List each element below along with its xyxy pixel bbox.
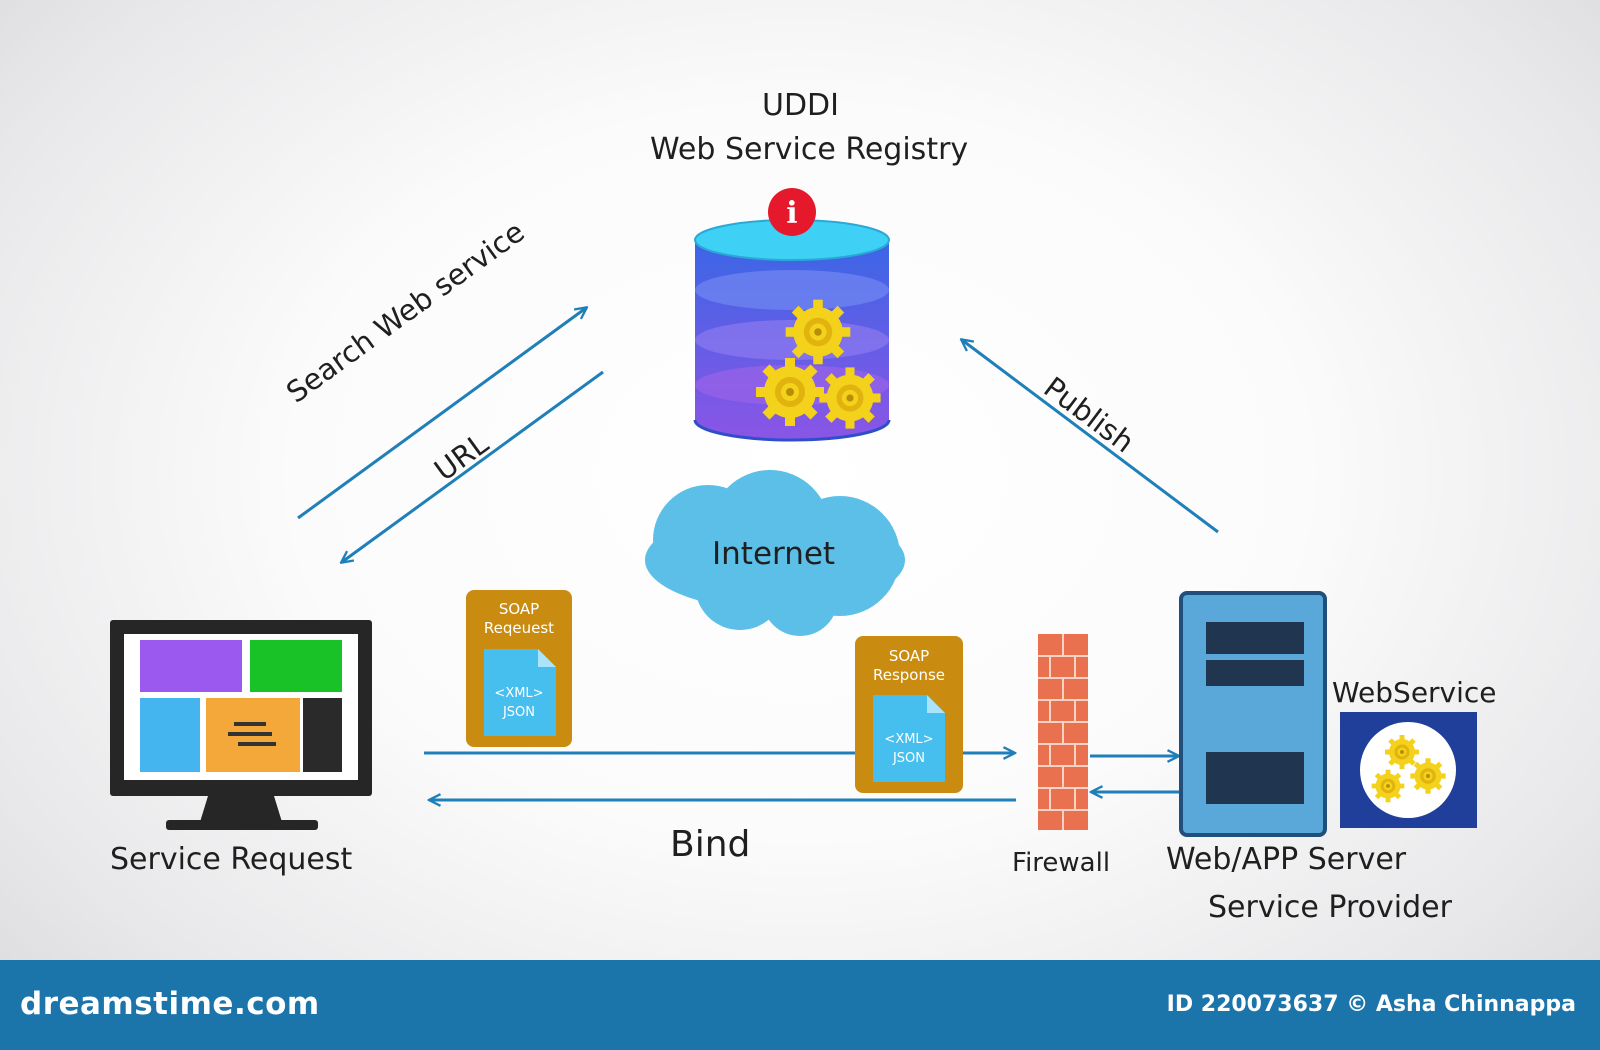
- soap-response-doc2: JSON: [892, 751, 925, 766]
- firewall-label: Firewall: [1012, 848, 1111, 878]
- footer-credit: ID 220073637 © Asha Chinnappa: [1166, 992, 1576, 1017]
- soap-response-line1: SOAP: [889, 647, 929, 665]
- publish-arrow: [962, 340, 1219, 534]
- soap-request-doc2: JSON: [502, 705, 535, 720]
- soap-response-doc1: <XML>: [884, 732, 933, 747]
- client-label: Service Request: [110, 842, 353, 877]
- registry-subtitle: Web Service Registry: [650, 132, 969, 167]
- info-glyph: i: [786, 196, 797, 231]
- document-icon: [484, 649, 556, 736]
- server-icon: [1179, 591, 1327, 837]
- webservice-box: [1340, 712, 1477, 828]
- webservice-label: WebService: [1332, 676, 1497, 709]
- footer-brand: dreamstime.com: [20, 986, 320, 1022]
- cloud-label: Internet: [712, 536, 836, 572]
- registry-title: UDDI: [762, 88, 840, 123]
- firewall-icon: [1038, 634, 1088, 830]
- info-icon: i: [768, 188, 816, 236]
- monitor-icon: [110, 620, 372, 830]
- soap-request-line1: SOAP: [499, 600, 539, 618]
- provider-label: Service Provider: [1208, 890, 1452, 925]
- soap-response-card: SOAP Response <XML> JSON: [855, 636, 963, 793]
- bind-label: Bind: [670, 824, 751, 865]
- search-arrow: [297, 308, 586, 520]
- soap-request-line2: Reqeuest: [484, 619, 554, 637]
- server-label: Web/APP Server: [1166, 842, 1407, 877]
- url-arrow: [342, 370, 604, 562]
- soap-request-doc1: <XML>: [494, 686, 543, 701]
- soap-response-line2: Response: [873, 666, 945, 684]
- document-icon: [873, 695, 945, 782]
- footer-bar: dreamstime.com ID 220073637 © Asha Chinn…: [0, 960, 1600, 1050]
- cloud-icon: [645, 470, 905, 636]
- soap-request-card: SOAP Reqeuest <XML> JSON: [466, 590, 572, 747]
